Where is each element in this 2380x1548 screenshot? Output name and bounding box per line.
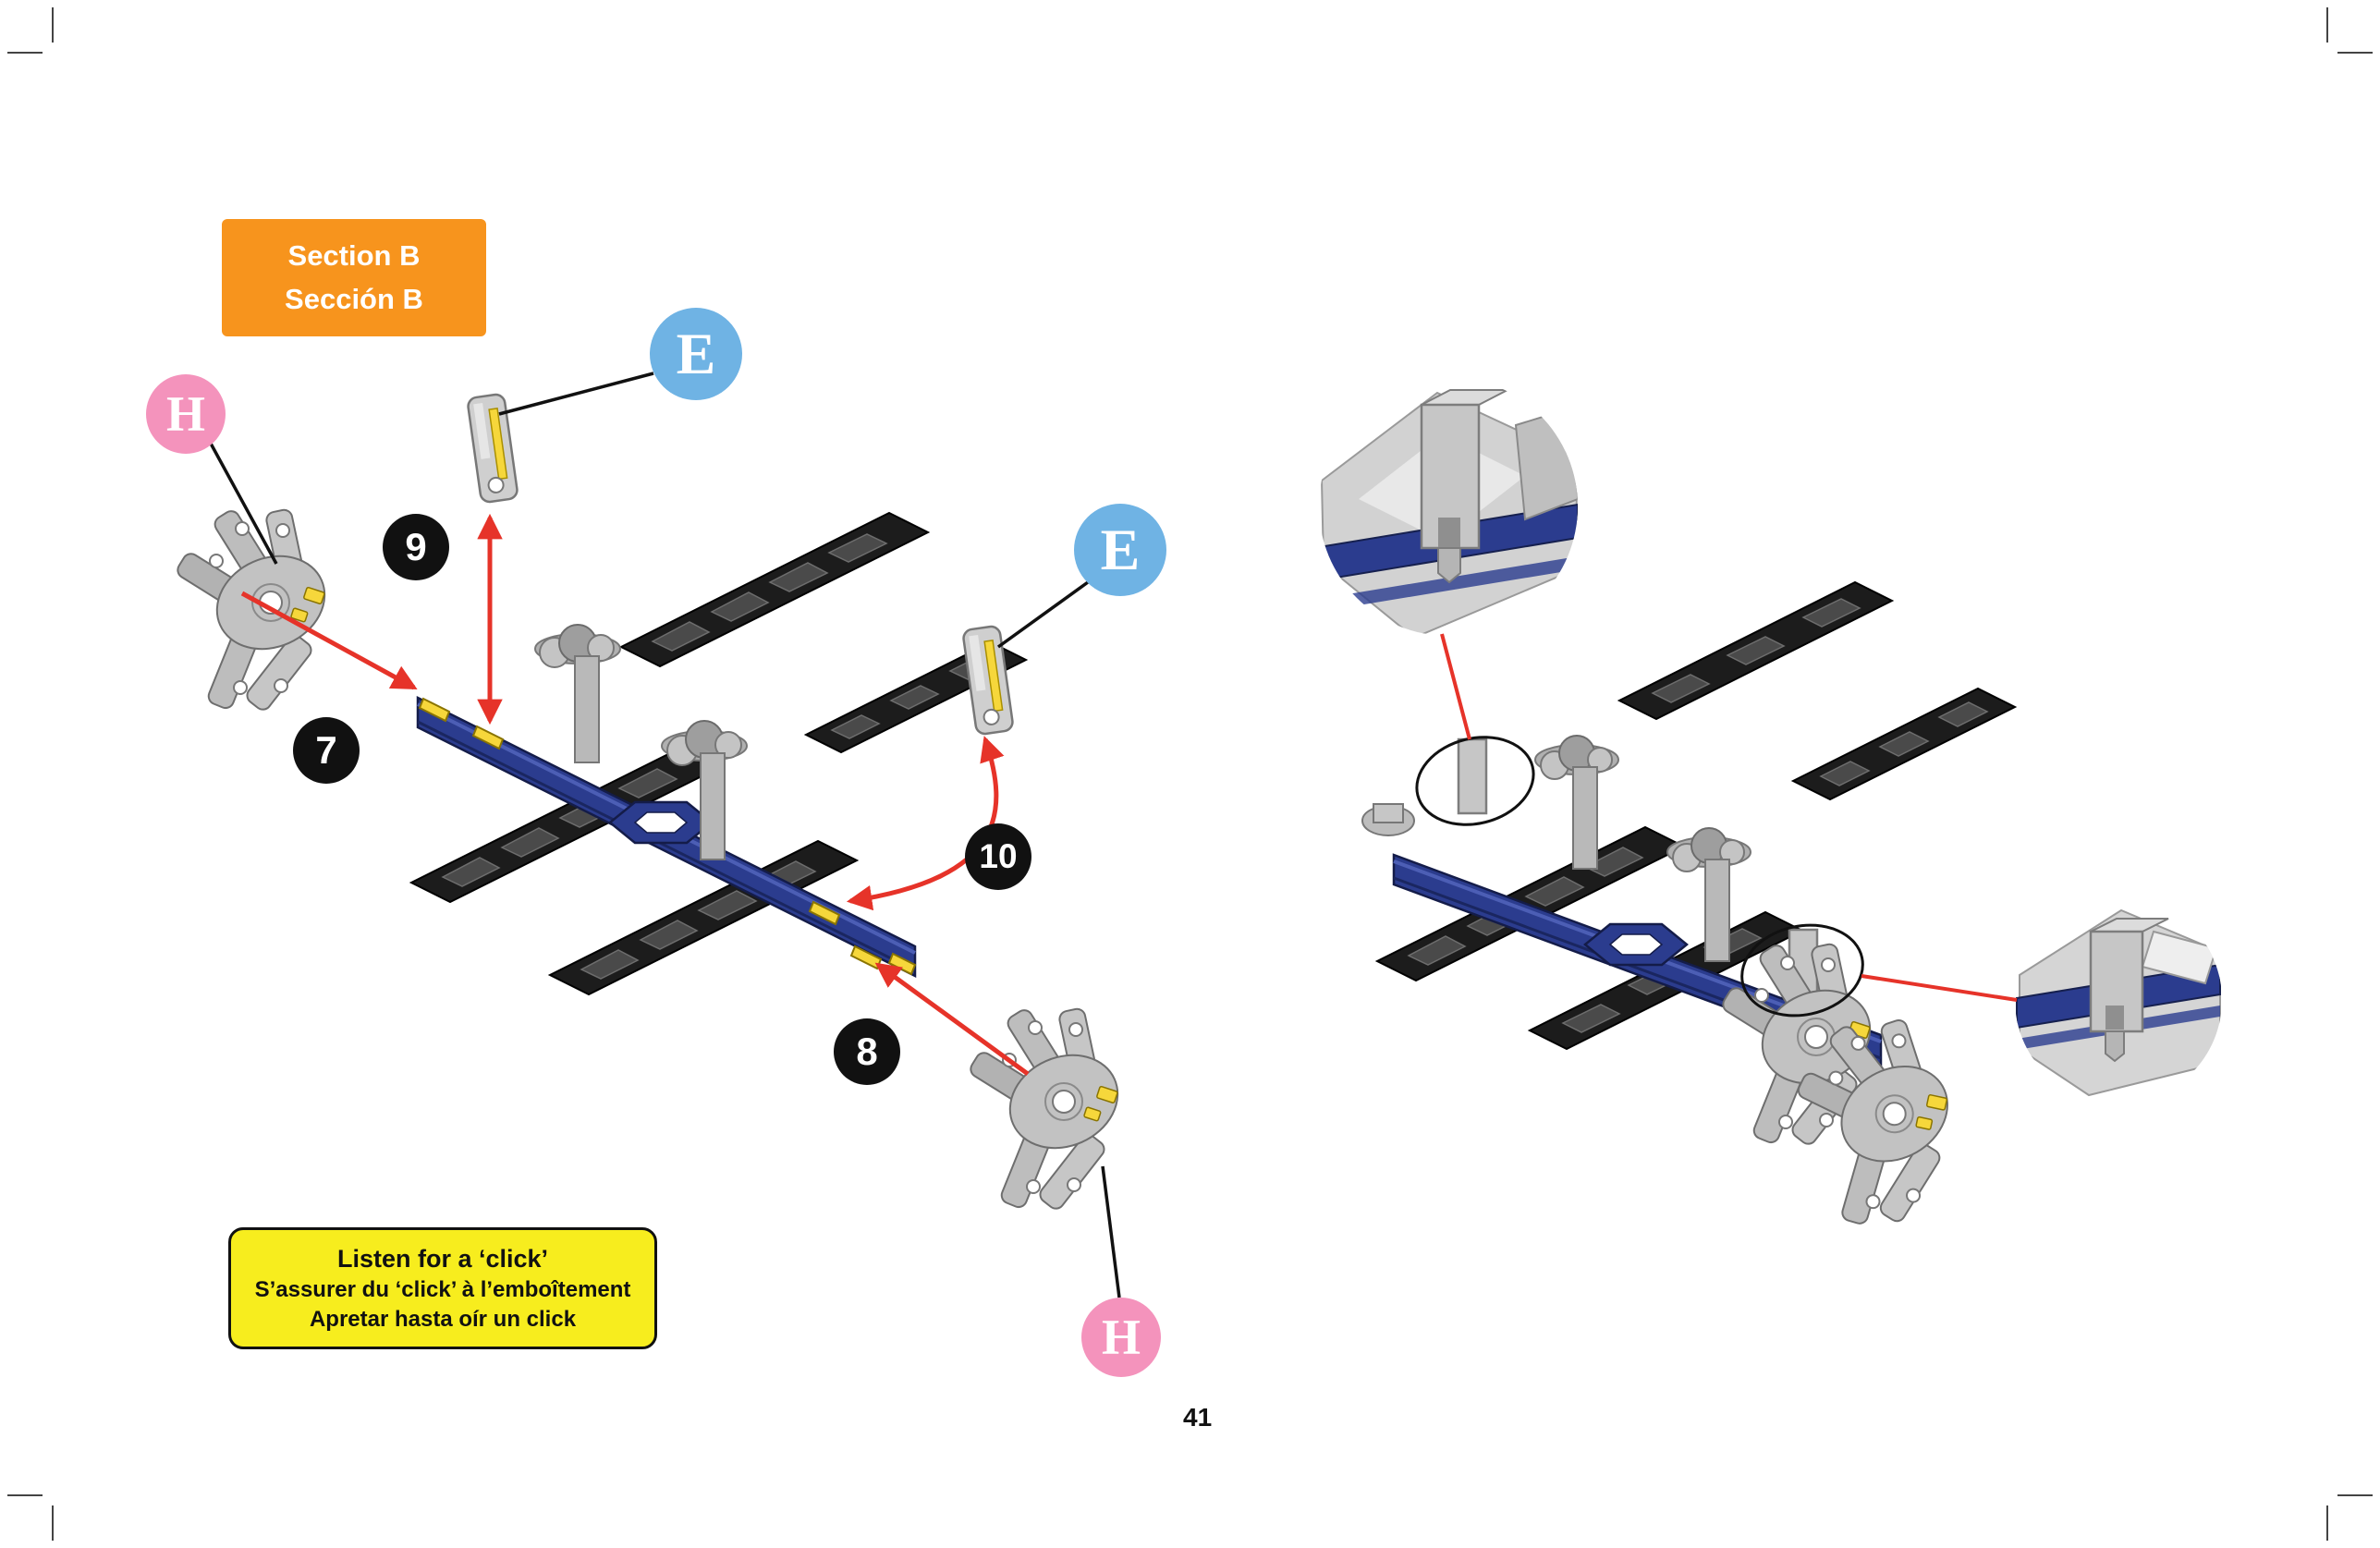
- yellow-clips: [418, 697, 917, 976]
- section-title-es: Sección B: [285, 282, 423, 315]
- step-badge-9: 9: [383, 514, 449, 580]
- callout-line-en: Listen for a ‘click’: [336, 1244, 549, 1273]
- part-label-h-top-text: H: [165, 386, 205, 442]
- zoom-leader-bottom: [1861, 974, 2018, 1002]
- assembly-arrows: [240, 513, 1030, 1077]
- detail-circle-bottom: [2015, 896, 2222, 1103]
- label-lines: [208, 372, 1121, 1298]
- part-h-top: [173, 506, 341, 714]
- clip-attached-left: [1457, 737, 1488, 815]
- zoom-links: [1415, 633, 2018, 1018]
- assembly-right: [1361, 580, 2018, 1235]
- zoom-ellipse-right: [1740, 923, 1864, 1018]
- crop-marks: [7, 7, 2373, 1541]
- section-title-en: Section B: [287, 239, 421, 272]
- part-label-h-bottom: H: [1081, 1298, 1161, 1377]
- gray-end-bits: [1361, 803, 1415, 836]
- arrow-step7: [240, 591, 418, 690]
- part-label-e-top: E: [650, 308, 742, 400]
- gray-posts: [1534, 735, 1751, 962]
- step-badge-10: 10: [965, 823, 1031, 890]
- step-badge-7: 7: [293, 717, 360, 784]
- step-badge-7-text: 7: [315, 728, 337, 772]
- arrow-step8: [874, 962, 1030, 1077]
- part-label-e-mid: E: [1074, 504, 1166, 596]
- click-callout: Listen for a ‘click’ S’assurer du ‘click…: [228, 1227, 657, 1349]
- callout-line-fr: S’assurer du ‘click’ à l’emboîtement: [254, 1277, 631, 1303]
- gray-posts: [534, 624, 748, 860]
- part-label-h-top: H: [146, 374, 226, 454]
- part-label-e-mid-text: E: [1100, 517, 1141, 582]
- step-badge-8-text: 8: [856, 1030, 878, 1073]
- detail-circle-top: [1319, 377, 1578, 636]
- part-label-h-bottom-text: H: [1101, 1310, 1141, 1365]
- step-badge-8: 8: [834, 1018, 900, 1085]
- zoom-leader-top: [1440, 633, 1471, 740]
- assembly-left: [173, 372, 1134, 1298]
- part-label-e-top-text: E: [676, 321, 716, 386]
- part-h-bottom: [966, 1006, 1134, 1213]
- section-title-box: Section B Sección B: [222, 219, 486, 336]
- step-badge-10-text: 10: [979, 837, 1018, 875]
- zoom-ellipse-left: [1415, 736, 1535, 826]
- step-badge-9-text: 9: [405, 525, 427, 568]
- callout-line-es: Apretar hasta oír un click: [309, 1306, 577, 1332]
- page-number: 41: [1183, 1403, 1213, 1432]
